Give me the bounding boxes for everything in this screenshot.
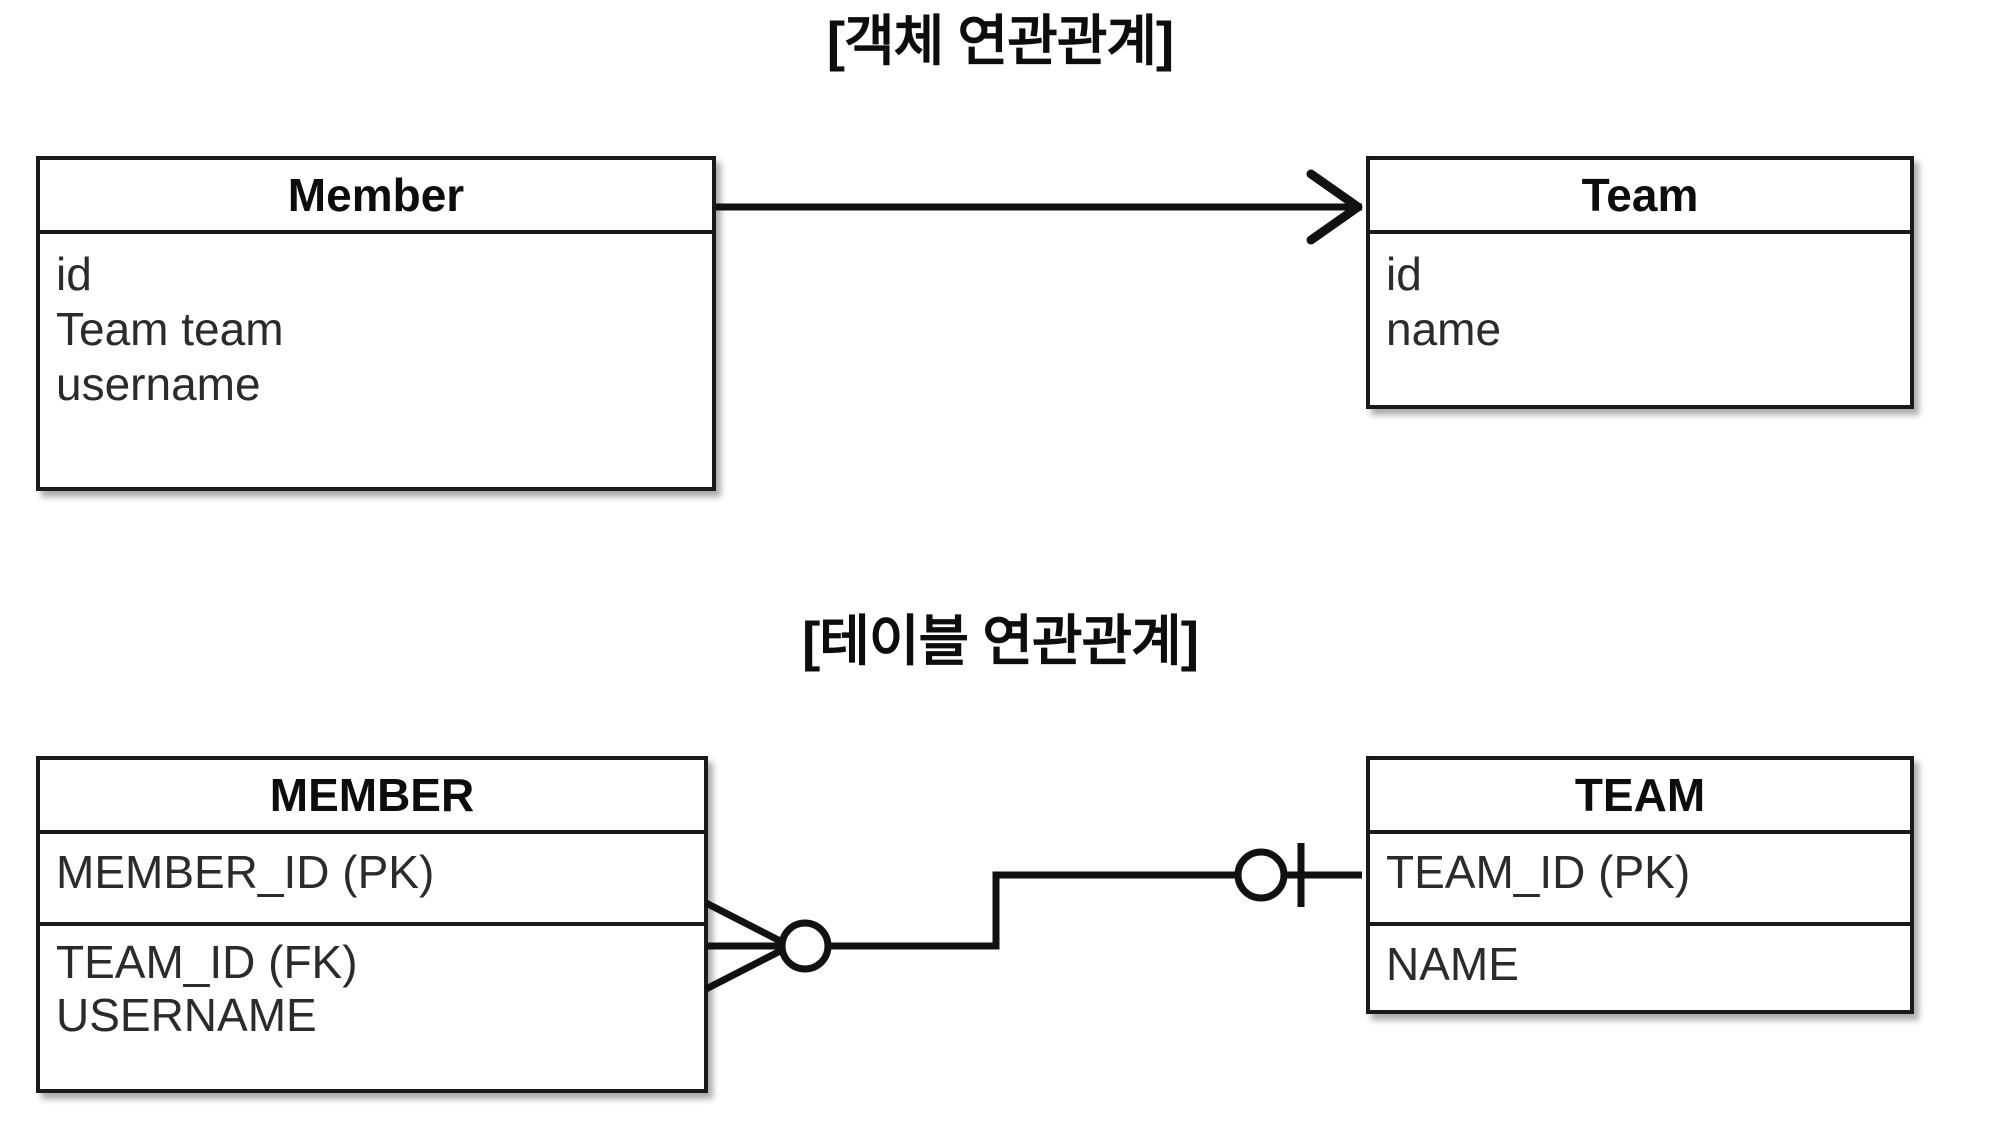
column-row: NAME [1386, 938, 1519, 990]
column-row-primary-key: TEAM_ID (PK) [1386, 846, 1691, 898]
entity-member-table[interactable]: MEMBER MEMBER_ID (PK) TEAM_ID (FK) USERN… [36, 756, 708, 1093]
entity-member-object[interactable]: Member id Team team username [36, 156, 716, 491]
entity-team-table-title: TEAM [1370, 760, 1910, 834]
entity-team-table-pk-section: TEAM_ID (PK) [1370, 834, 1910, 922]
open-arrowhead-icon [1306, 169, 1363, 245]
attribute-row: id [56, 248, 92, 300]
entity-member-table-pk-section: MEMBER_ID (PK) [40, 834, 704, 922]
entity-member-table-title: MEMBER [40, 760, 704, 834]
entity-member-object-attributes: id Team team username [40, 234, 712, 487]
entity-team-table-columns: NAME [1370, 922, 1910, 1010]
entity-team-object-title: Team [1370, 160, 1910, 234]
column-row: USERNAME [56, 989, 317, 1041]
attribute-row: name [1386, 303, 1502, 355]
entity-team-table[interactable]: TEAM TEAM_ID (PK) NAME [1366, 756, 1914, 1014]
object-relationship-title: [객체 연관관계] [826, 10, 1175, 72]
crows-foot-icon [704, 899, 792, 993]
attribute-row: Team team [56, 303, 284, 355]
table-relationship-title: [테이블 연관관계] [801, 610, 1199, 672]
attribute-row: id [1386, 248, 1422, 300]
entity-member-object-title: Member [40, 160, 712, 234]
entity-team-object[interactable]: Team id name [1366, 156, 1914, 409]
entity-member-table-columns: TEAM_ID (FK) USERNAME [40, 922, 704, 1089]
relationship-line [829, 871, 1237, 950]
zero-cardinality-circle-icon [778, 919, 832, 973]
attribute-row: username [56, 358, 261, 410]
column-row: TEAM_ID (FK) [56, 936, 358, 988]
column-row-primary-key: MEMBER_ID (PK) [56, 846, 435, 898]
zero-cardinality-circle-icon [1234, 848, 1288, 902]
entity-team-object-attributes: id name [1370, 234, 1910, 405]
